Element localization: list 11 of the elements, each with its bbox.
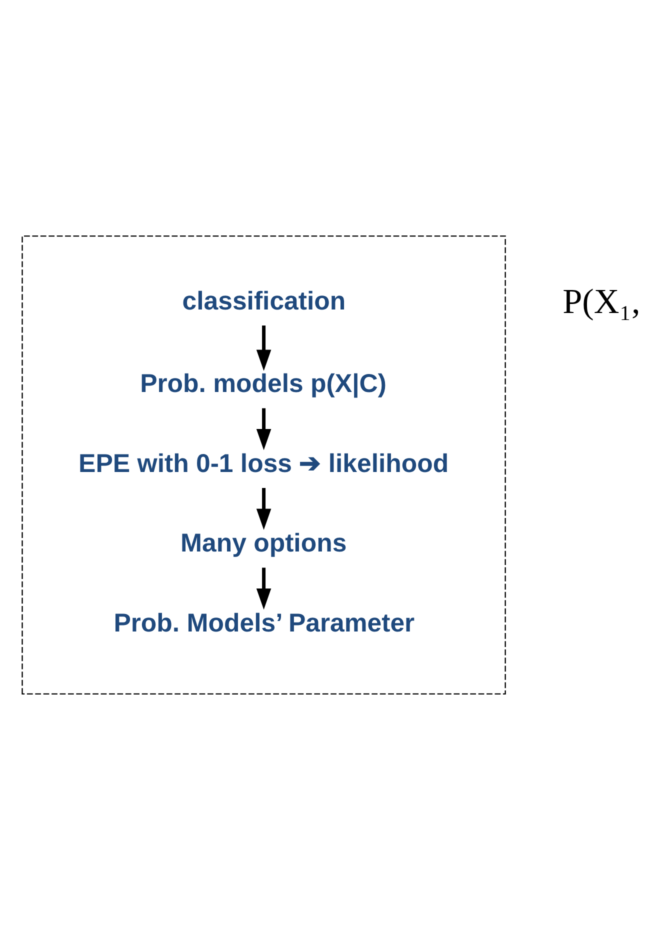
node-text: Prob. models p(X|C) (140, 370, 387, 398)
arrow (256, 326, 272, 371)
node-text: EPE with 0-1 loss ➔ likelihood (78, 450, 449, 478)
arrow (256, 408, 272, 450)
cluster (22, 235, 506, 695)
arrow (256, 488, 272, 530)
node-text: Prob. Models’ Parameter (114, 609, 415, 638)
node-text: classification (182, 287, 346, 316)
node-text: Many options (180, 530, 347, 558)
label: P(X₁, (562, 282, 640, 321)
arrow (256, 568, 272, 610)
